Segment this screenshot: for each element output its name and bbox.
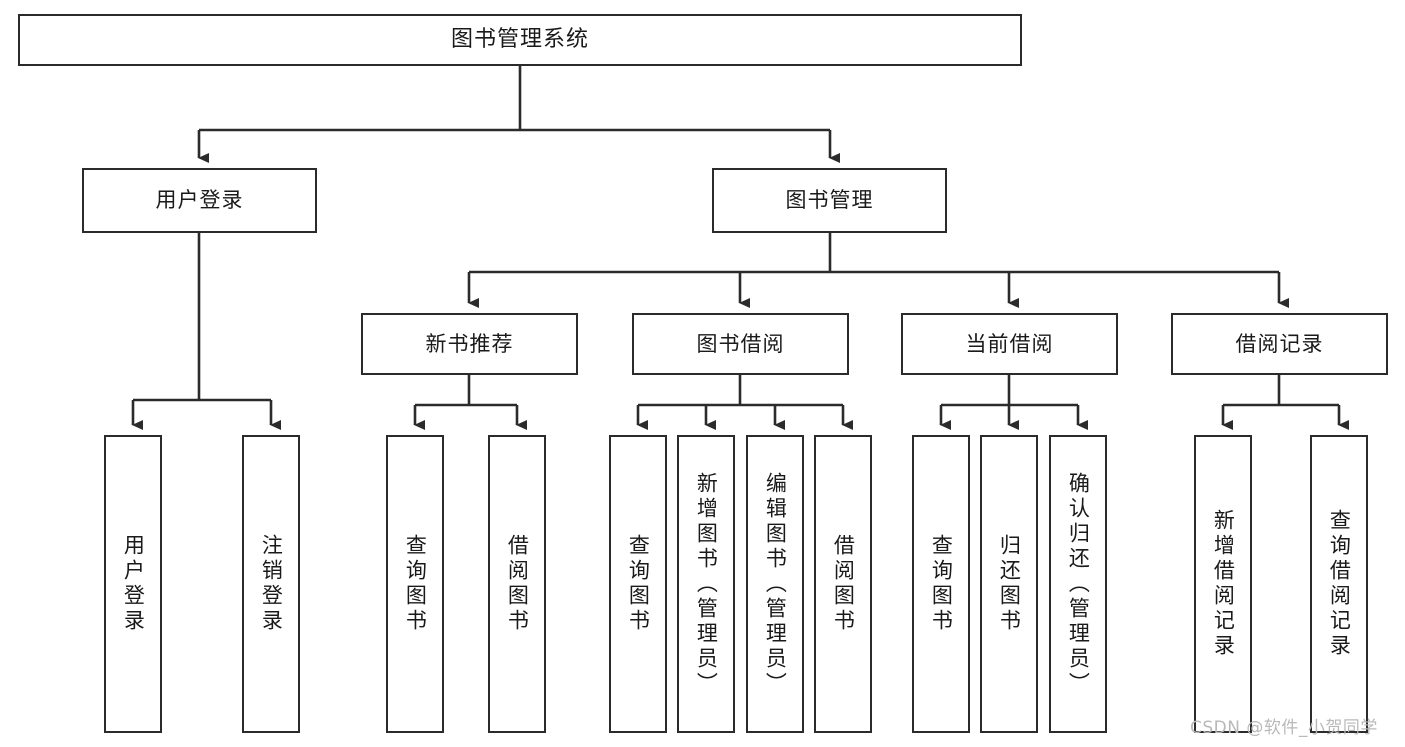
node-root-system[interactable]: 图书管理系统	[18, 14, 1022, 66]
leaf-query-book-borrow[interactable]: 查询图书	[609, 435, 667, 733]
node-borrow-record[interactable]: 借阅记录	[1171, 313, 1388, 375]
leaf-borrow-book-recommend[interactable]: 借阅图书	[488, 435, 546, 733]
node-user-login[interactable]: 用户登录	[82, 168, 317, 233]
leaf-edit-book-admin[interactable]: 编辑图书（管理员）	[746, 435, 804, 733]
leaf-add-borrow-record[interactable]: 新增借阅记录	[1194, 435, 1252, 733]
node-book-borrow[interactable]: 图书借阅	[632, 313, 849, 375]
leaf-query-book-recommend[interactable]: 查询图书	[386, 435, 444, 733]
leaf-query-book-current[interactable]: 查询图书	[912, 435, 970, 733]
leaf-user-login[interactable]: 用户登录	[104, 435, 162, 733]
node-book-management[interactable]: 图书管理	[712, 168, 947, 233]
leaf-borrow-book[interactable]: 借阅图书	[814, 435, 872, 733]
csdn-watermark: CSDN @软件_小贺同学	[1190, 718, 1378, 738]
node-new-book-recommend[interactable]: 新书推荐	[361, 313, 578, 375]
leaf-return-book[interactable]: 归还图书	[980, 435, 1038, 733]
leaf-confirm-return-admin[interactable]: 确认归还（管理员）	[1049, 435, 1107, 733]
leaf-logout-login[interactable]: 注销登录	[242, 435, 300, 733]
leaf-query-borrow-record[interactable]: 查询借阅记录	[1310, 435, 1368, 733]
node-current-borrow[interactable]: 当前借阅	[901, 313, 1118, 375]
leaf-add-book-admin[interactable]: 新增图书（管理员）	[677, 435, 735, 733]
